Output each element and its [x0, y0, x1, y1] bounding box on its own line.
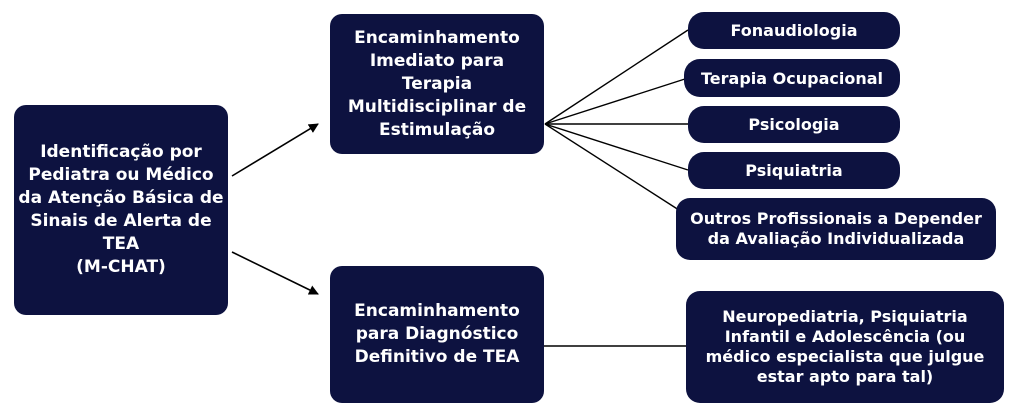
therapy-label: Fonaudiologia [730, 21, 858, 40]
line-to-fonaudiologia [544, 29, 689, 125]
therapy-label: Psiquiatria [745, 161, 843, 180]
line-to-outros-profissionais [544, 123, 683, 213]
therapy-psiquiatria: Psiquiatria [688, 152, 900, 189]
therapy-psicologia: Psicologia [688, 106, 900, 143]
therapy-label: Psicologia [748, 115, 840, 134]
therapy-outros-profissionais: Outros Profissionais a Depender da Avali… [676, 198, 996, 260]
therapy-terapia-ocupacional: Terapia Ocupacional [684, 59, 900, 97]
line-to-psiquiatria [544, 123, 689, 171]
therapy-fonaudiologia: Fonaudiologia [688, 12, 900, 49]
line-to-terapia-ocupacional [544, 77, 689, 125]
immediate-referral-text: Encaminhamento Imediato para Terapia Mul… [347, 27, 527, 140]
identification-box: Identificação por Pediatra ou Médico da … [14, 105, 228, 315]
specialist-text: Neuropediatria, Psiquiatria Infantil e A… [705, 307, 985, 386]
therapy-label: Outros Profissionais a Depender da Avali… [690, 209, 982, 248]
diagnostic-referral-text: Encaminhamento para Diagnóstico Definiti… [354, 301, 520, 367]
identification-text: Identificação por Pediatra ou Médico da … [18, 142, 224, 277]
immediate-referral-box: Encaminhamento Imediato para Terapia Mul… [330, 14, 544, 154]
arrow-to-immediate-referral [231, 123, 319, 177]
therapy-label: Terapia Ocupacional [701, 68, 883, 88]
diagnostic-referral-box: Encaminhamento para Diagnóstico Definiti… [330, 266, 544, 403]
specialist-box: Neuropediatria, Psiquiatria Infantil e A… [686, 291, 1004, 403]
arrow-to-diagnostic-referral [231, 251, 319, 295]
